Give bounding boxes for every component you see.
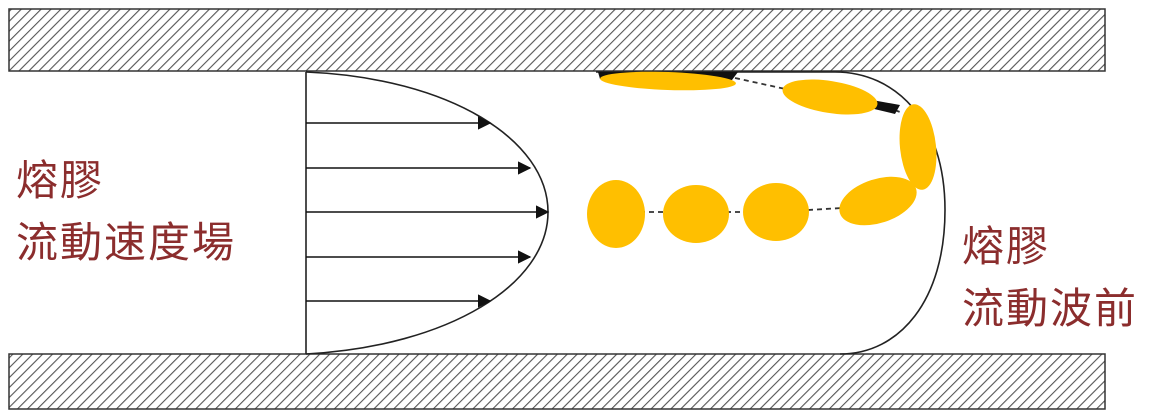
flow-front-label-line1: 熔膠 [962,216,1050,278]
filler-particle [663,185,729,243]
velocity-profile [306,72,548,354]
filler-particle [587,180,645,248]
top-mold-wall [9,9,1105,71]
parabolic-velocity-curve [306,72,548,354]
filler-particle [743,183,809,241]
connector-line [735,78,790,90]
connector-line [808,208,842,210]
bottom-mold-wall [9,354,1105,409]
velocity-field-label-line1: 熔膠 [16,150,104,212]
flow-front-label-line2: 流動波前 [962,278,1138,340]
filler-particle [780,74,880,121]
velocity-field-label-line2: 流動速度場 [16,212,236,274]
filler-particles [587,70,940,248]
